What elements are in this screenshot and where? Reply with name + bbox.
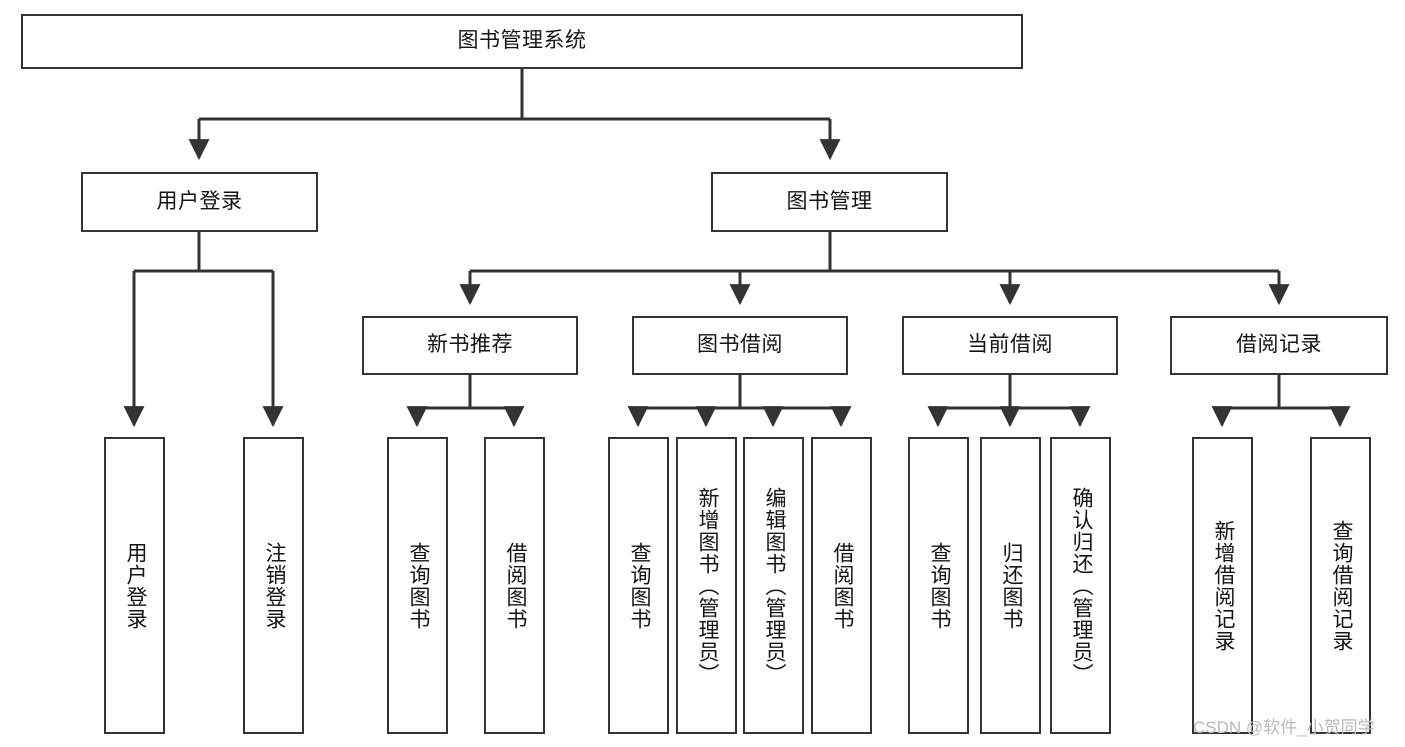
- node-leaf-query-book-1[interactable]: 查询图书: [387, 437, 448, 734]
- node-borrow-record-label: 借阅记录: [1236, 333, 1322, 357]
- node-root[interactable]: 图书管理系统: [21, 14, 1023, 69]
- node-leaf-borrow-book-2[interactable]: 借阅图书: [811, 437, 872, 734]
- node-leaf-confirm-return[interactable]: 确认归还（管理员）: [1050, 437, 1111, 734]
- node-leaf-query-book-3-label: 查询图书: [927, 541, 951, 630]
- node-leaf-user-login-label: 用户登录: [123, 541, 147, 630]
- node-current-borrow-label: 当前借阅: [967, 333, 1053, 357]
- node-leaf-query-book-2[interactable]: 查询图书: [608, 437, 669, 734]
- node-leaf-return-book-label: 归还图书: [999, 541, 1023, 630]
- node-leaf-confirm-return-label: 确认归还（管理员）: [1069, 486, 1093, 685]
- node-leaf-query-book-1-label: 查询图书: [406, 541, 430, 630]
- node-leaf-add-record-label: 新增借阅记录: [1211, 519, 1235, 652]
- node-leaf-borrow-book-1-label: 借阅图书: [503, 541, 527, 630]
- node-book-borrow-label: 图书借阅: [697, 333, 783, 357]
- node-leaf-add-record[interactable]: 新增借阅记录: [1192, 437, 1253, 734]
- node-user-login[interactable]: 用户登录: [81, 172, 318, 232]
- node-book-borrow[interactable]: 图书借阅: [632, 316, 848, 375]
- node-leaf-query-record[interactable]: 查询借阅记录: [1310, 437, 1371, 734]
- node-leaf-query-book-2-label: 查询图书: [627, 541, 651, 630]
- node-leaf-user-login[interactable]: 用户登录: [104, 437, 165, 734]
- node-user-login-label: 用户登录: [156, 189, 243, 213]
- node-leaf-return-book[interactable]: 归还图书: [980, 437, 1041, 734]
- node-root-label: 图书管理系统: [457, 29, 587, 53]
- watermark-text: CSDN @软件_小贺同学: [1193, 718, 1375, 737]
- node-current-borrow[interactable]: 当前借阅: [902, 316, 1118, 375]
- node-book-manage-label: 图书管理: [786, 189, 873, 213]
- node-leaf-query-book-3[interactable]: 查询图书: [908, 437, 969, 734]
- node-leaf-borrow-book-2-label: 借阅图书: [830, 541, 854, 630]
- node-book-manage[interactable]: 图书管理: [711, 172, 948, 232]
- node-new-book-rec-label: 新书推荐: [427, 333, 513, 357]
- node-leaf-add-book[interactable]: 新增图书（管理员）: [676, 437, 737, 734]
- node-leaf-edit-book-label: 编辑图书（管理员）: [762, 486, 786, 685]
- node-borrow-record[interactable]: 借阅记录: [1170, 316, 1388, 375]
- node-new-book-rec[interactable]: 新书推荐: [362, 316, 578, 375]
- node-leaf-user-logout[interactable]: 注销登录: [243, 437, 304, 734]
- node-leaf-user-logout-label: 注销登录: [262, 541, 286, 630]
- node-leaf-add-book-label: 新增图书（管理员）: [695, 486, 719, 685]
- node-leaf-query-record-label: 查询借阅记录: [1329, 519, 1353, 652]
- node-leaf-borrow-book-1[interactable]: 借阅图书: [484, 437, 545, 734]
- node-leaf-edit-book[interactable]: 编辑图书（管理员）: [743, 437, 804, 734]
